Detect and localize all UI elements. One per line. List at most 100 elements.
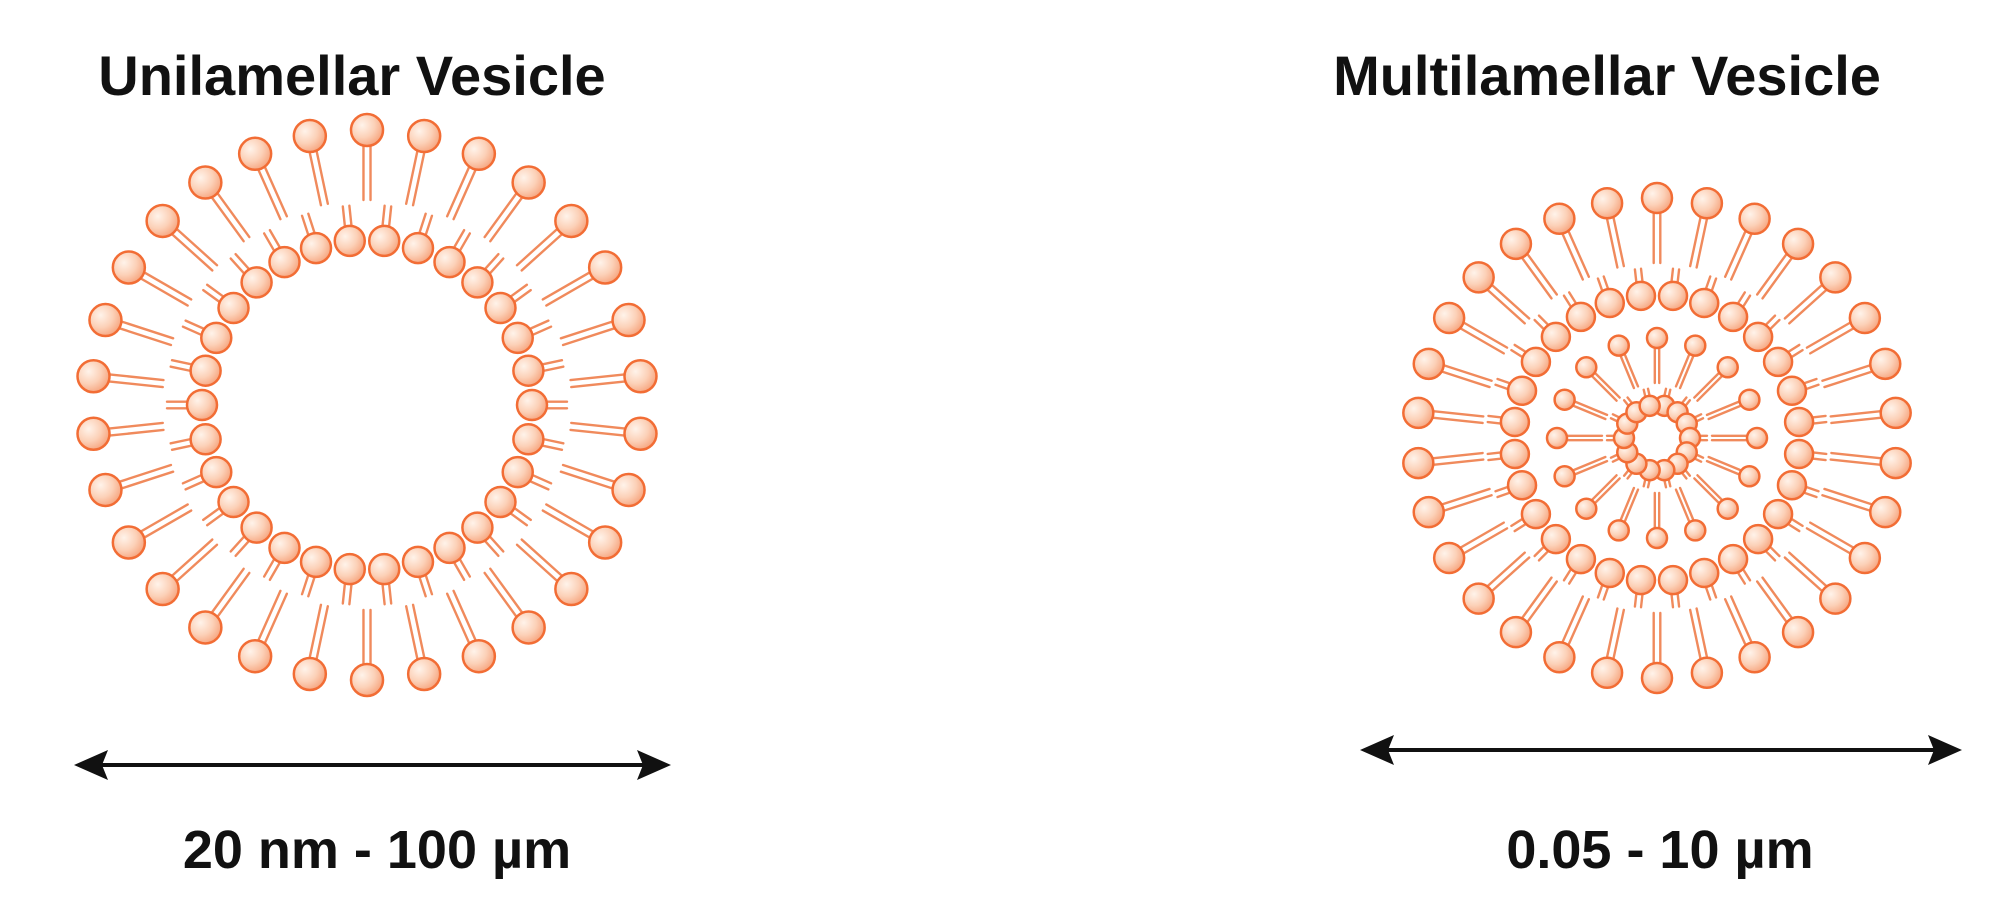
inner-leaflet-lipid bbox=[262, 531, 301, 582]
outer-leaflet-lipid bbox=[1412, 347, 1493, 389]
lipid-head bbox=[1762, 498, 1794, 530]
outer-leaflet-lipid bbox=[1723, 202, 1771, 281]
lipid-head bbox=[1402, 446, 1435, 480]
lipid-tail bbox=[138, 276, 189, 307]
lipid-tail bbox=[445, 592, 471, 646]
lipid-tail bbox=[508, 511, 529, 527]
lipid-head bbox=[512, 354, 545, 387]
lipid-tail bbox=[381, 581, 386, 606]
lipid-tail bbox=[1494, 383, 1511, 391]
lipid-tail bbox=[1519, 255, 1553, 300]
lipid-head bbox=[1819, 582, 1852, 615]
lipid-head bbox=[299, 231, 333, 265]
outer-leaflet-lipid bbox=[188, 165, 251, 243]
inner-leaflet-lipid bbox=[1562, 291, 1597, 333]
lipid-tail bbox=[1602, 275, 1610, 292]
lipid-tail bbox=[541, 437, 565, 445]
outer-leaflet-lipid bbox=[1723, 595, 1771, 674]
lipid-tail bbox=[174, 226, 219, 267]
lipid-head bbox=[1590, 656, 1624, 690]
lipid-tail bbox=[1618, 353, 1636, 390]
lipid-head bbox=[1432, 301, 1466, 335]
lipid-head bbox=[349, 662, 385, 698]
lipid-tail bbox=[417, 212, 427, 236]
inner-leaflet-lipid bbox=[1783, 406, 1828, 438]
lipid-tail bbox=[1674, 488, 1691, 525]
lipid-tail bbox=[209, 567, 245, 615]
lipid-tail bbox=[1570, 404, 1607, 421]
outer-leaflet-lipid bbox=[1755, 227, 1815, 300]
lipid-head bbox=[1742, 321, 1774, 353]
lipid-tail bbox=[215, 190, 251, 239]
lipid-head bbox=[1543, 641, 1576, 674]
inner-leaflet-lipid bbox=[1486, 406, 1531, 438]
lipid-head bbox=[1594, 557, 1626, 589]
lipid-tail bbox=[1823, 487, 1875, 507]
lipid-tail bbox=[482, 538, 500, 558]
lipid-head bbox=[1540, 321, 1572, 353]
lipid-tail bbox=[1830, 416, 1884, 425]
inner-leaflet-lipid bbox=[401, 212, 435, 265]
lipid-head bbox=[433, 245, 466, 279]
lipid-tail bbox=[169, 232, 214, 272]
lipid-head bbox=[333, 552, 367, 586]
lipid-tail bbox=[308, 603, 323, 661]
lipid-head bbox=[611, 472, 646, 508]
inner-leaflet-lipid bbox=[262, 228, 301, 279]
lipid-tail bbox=[1741, 294, 1752, 310]
lipid-tail bbox=[1785, 522, 1801, 533]
lipid-tail bbox=[1705, 399, 1742, 417]
outer-leaflet-lipid bbox=[1783, 551, 1852, 615]
lipid-tail bbox=[515, 543, 560, 584]
lipid-head bbox=[367, 224, 401, 258]
outer-leaflet-lipid bbox=[88, 302, 175, 347]
lipid-tail bbox=[1489, 556, 1531, 594]
outer-leaflet-lipid bbox=[111, 250, 193, 307]
lipid-head bbox=[1688, 557, 1720, 589]
core-outer-leaflet-lipid bbox=[1545, 426, 1604, 450]
lipid-tail bbox=[119, 319, 175, 340]
lipid-tail bbox=[106, 380, 164, 389]
lipid-tail bbox=[1633, 591, 1638, 608]
outer-leaflet-lipid bbox=[1805, 521, 1882, 575]
outer-leaflet-lipid bbox=[515, 203, 589, 272]
outer-leaflet-lipid bbox=[559, 463, 646, 508]
lipid-head bbox=[501, 321, 534, 355]
lipid-tail bbox=[541, 509, 593, 540]
inner-leaflet-lipid bbox=[512, 423, 565, 456]
lipid-head bbox=[1762, 346, 1794, 378]
inner-leaflet-lipid bbox=[1742, 523, 1781, 562]
inner-leaflet-lipid bbox=[1776, 469, 1820, 501]
lipid-tail bbox=[1533, 318, 1546, 332]
core-outer-leaflet-lipid bbox=[1645, 491, 1669, 550]
lipid-head bbox=[484, 291, 517, 325]
lipid-tail bbox=[1801, 377, 1818, 385]
lipid-tail bbox=[1761, 576, 1795, 621]
lipid-tail bbox=[387, 580, 393, 605]
core-outer-leaflet-lipid bbox=[1607, 486, 1640, 542]
lipid-head bbox=[512, 423, 545, 456]
outer-leaflet-lipid bbox=[111, 503, 193, 560]
lipid-tail bbox=[184, 319, 207, 331]
inner-leaflet-lipid bbox=[501, 319, 553, 355]
lipid-head bbox=[1781, 227, 1815, 261]
inner-leaflet-lipid bbox=[1717, 543, 1752, 585]
lipid-tail bbox=[1611, 214, 1626, 268]
lipid-tail bbox=[1755, 251, 1789, 296]
lipid-tail bbox=[1496, 377, 1513, 385]
lipid-tail bbox=[424, 214, 434, 238]
lipid-tail bbox=[1510, 516, 1525, 528]
lipid-head bbox=[1499, 227, 1533, 261]
lipid-tail bbox=[512, 288, 532, 304]
lipid-tail bbox=[1783, 282, 1825, 320]
lipid-head bbox=[1690, 656, 1724, 690]
lipid-tail bbox=[1611, 608, 1626, 662]
lipid-tail bbox=[404, 148, 419, 205]
outer-leaflet-lipid bbox=[559, 302, 646, 347]
inner-leaflet-lipid bbox=[299, 545, 333, 598]
lipid-tail bbox=[1821, 494, 1873, 513]
lipid-head bbox=[515, 388, 549, 422]
lipid-head bbox=[1869, 495, 1902, 529]
outer-leaflet-lipid bbox=[483, 567, 546, 645]
lipid-head bbox=[1590, 186, 1624, 220]
